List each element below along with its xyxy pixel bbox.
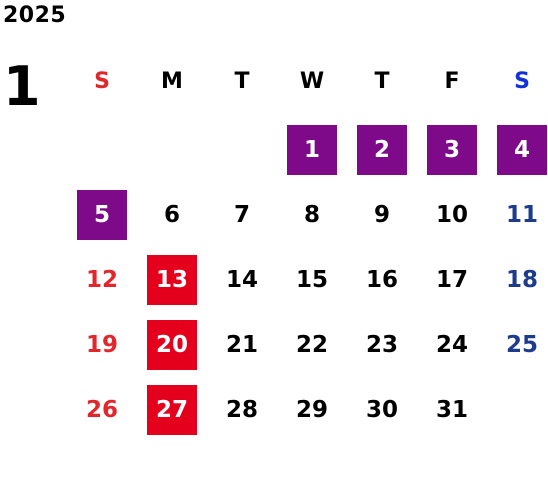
day-cell[interactable]: 20 [147, 320, 197, 370]
weekday-header: W [299, 68, 325, 94]
day-cell[interactable]: 17 [435, 267, 468, 293]
day-cell[interactable]: 29 [295, 397, 328, 423]
day-cell[interactable]: 28 [225, 397, 258, 423]
day-cell[interactable]: 24 [435, 332, 468, 358]
day-cell[interactable]: 2 [357, 125, 407, 175]
day-cell[interactable]: 27 [147, 385, 197, 435]
day-cell[interactable]: 22 [295, 332, 328, 358]
day-cell[interactable]: 9 [373, 202, 390, 228]
day-cell[interactable]: 31 [435, 397, 468, 423]
day-cell[interactable]: 11 [505, 202, 538, 228]
year-label: 2025 [3, 3, 67, 28]
day-cell[interactable]: 5 [77, 190, 127, 240]
day-cell[interactable]: 21 [225, 332, 258, 358]
day-cell[interactable]: 23 [365, 332, 398, 358]
day-cell[interactable]: 14 [225, 267, 258, 293]
weekday-header: M [161, 68, 183, 94]
month-number: 1 [3, 55, 41, 118]
day-cell[interactable]: 10 [435, 202, 468, 228]
day-cell[interactable]: 1 [287, 125, 337, 175]
day-cell[interactable]: 26 [85, 397, 118, 423]
day-cell[interactable]: 4 [497, 125, 547, 175]
day-cell[interactable]: 13 [147, 255, 197, 305]
day-cell[interactable]: 30 [365, 397, 398, 423]
weekday-header: T [374, 68, 390, 94]
weekday-header: S [94, 68, 110, 94]
day-cell[interactable]: 6 [163, 202, 180, 228]
day-cell[interactable]: 15 [295, 267, 328, 293]
day-cell[interactable]: 25 [505, 332, 538, 358]
weekday-header: F [444, 68, 460, 94]
day-cell[interactable]: 3 [427, 125, 477, 175]
weekday-header: S [514, 68, 530, 94]
day-cell[interactable]: 12 [85, 267, 118, 293]
day-cell[interactable]: 18 [505, 267, 538, 293]
day-cell[interactable]: 7 [233, 202, 250, 228]
day-cell[interactable]: 8 [303, 202, 320, 228]
day-cell[interactable]: 16 [365, 267, 398, 293]
day-cell[interactable]: 19 [85, 332, 118, 358]
weekday-header: T [234, 68, 250, 94]
